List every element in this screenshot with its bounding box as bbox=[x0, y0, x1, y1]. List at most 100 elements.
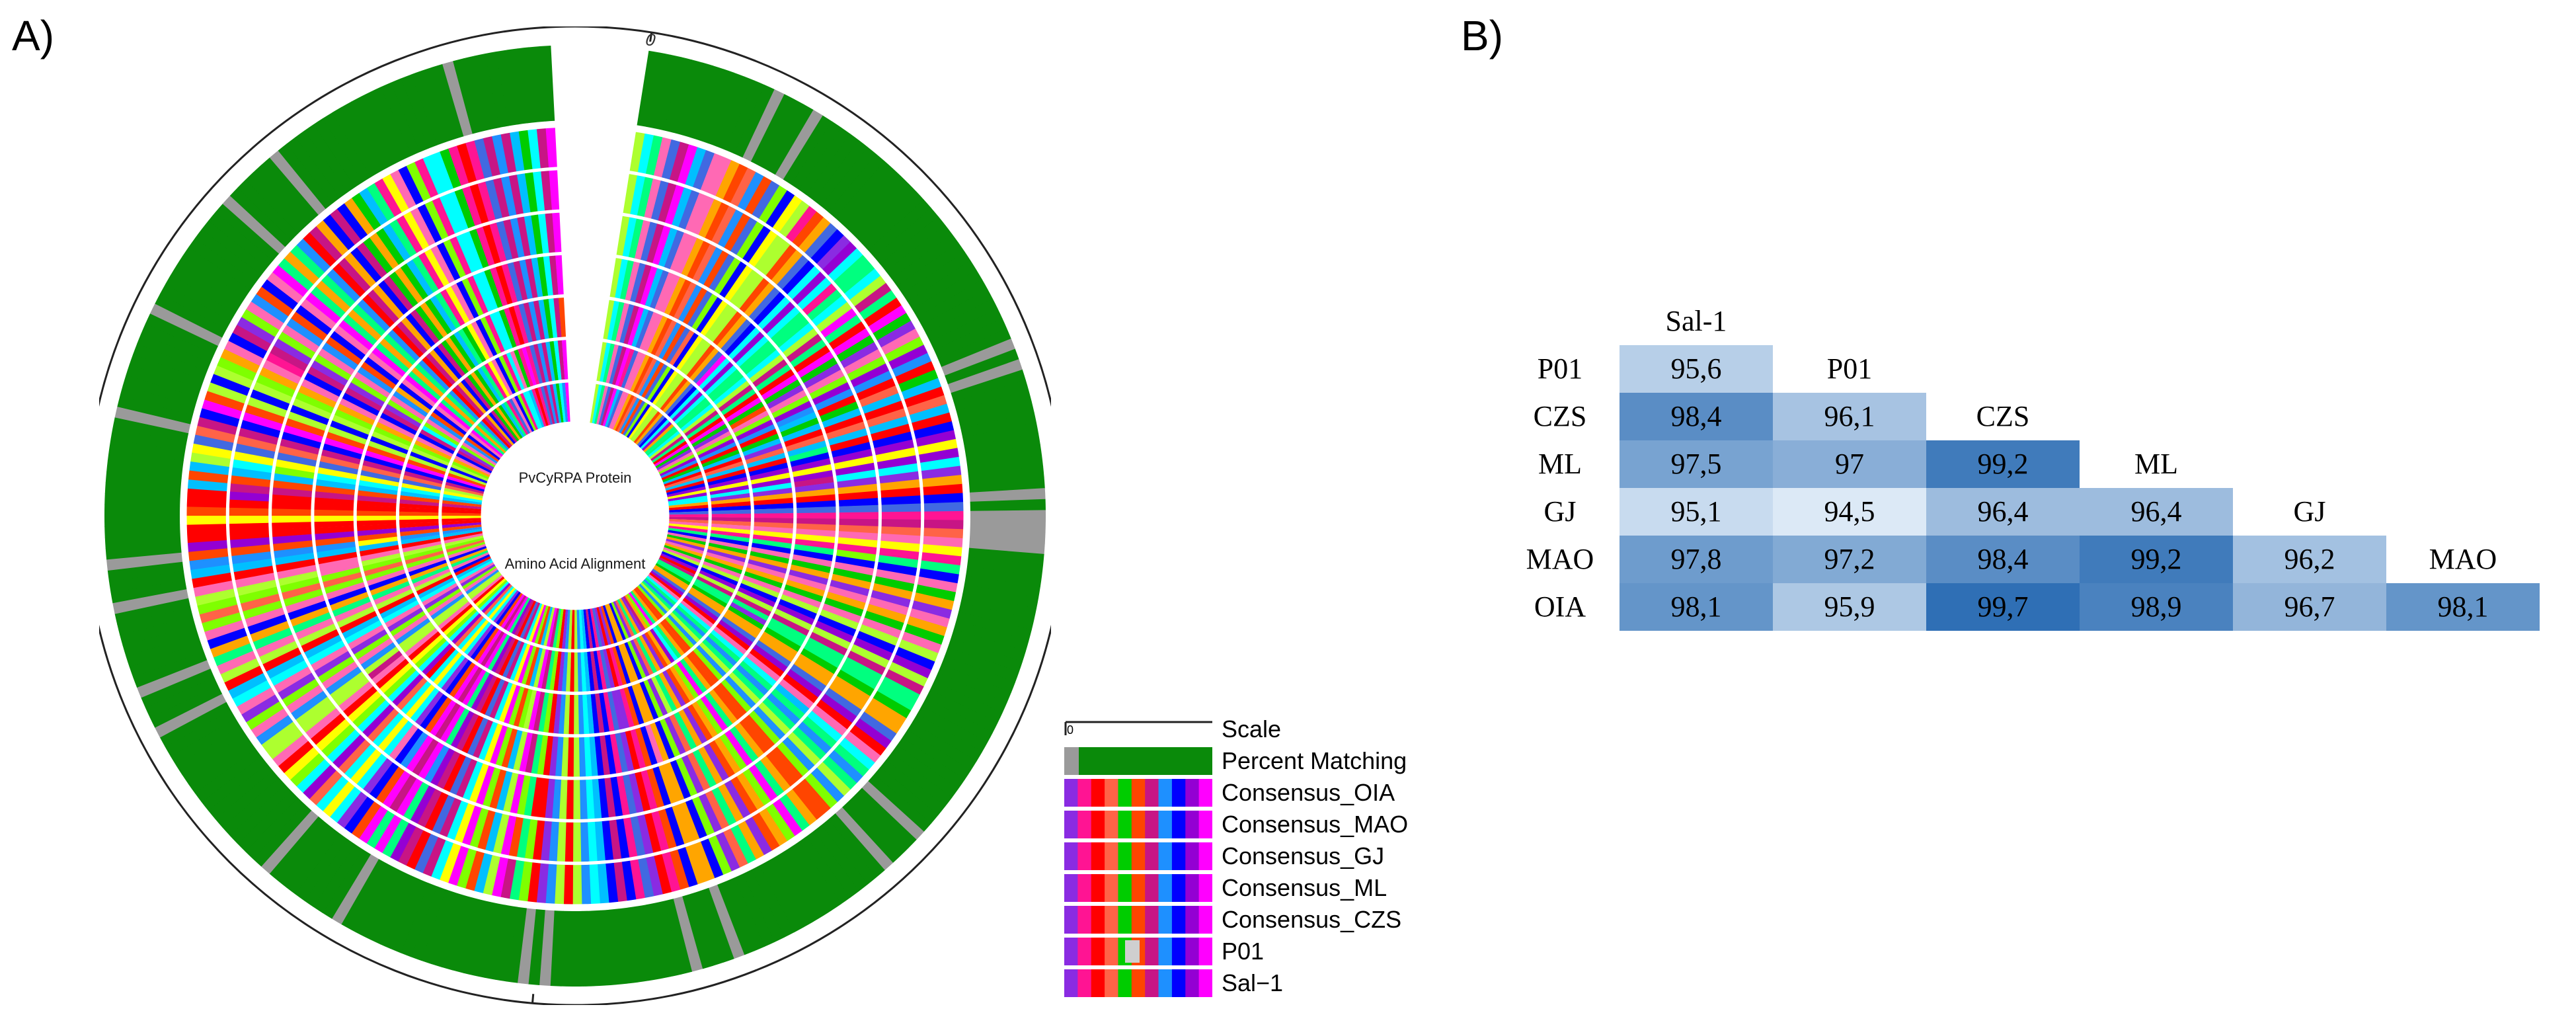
residue-segment bbox=[643, 630, 669, 669]
residue-segment bbox=[456, 141, 478, 185]
legend-label: Consensus_MAO bbox=[1222, 811, 1409, 838]
residue-segment bbox=[685, 413, 722, 440]
residue-segment bbox=[417, 358, 451, 392]
residue-segment bbox=[449, 282, 475, 323]
residue-segment bbox=[356, 241, 389, 280]
match-segment bbox=[708, 72, 745, 147]
residue-segment bbox=[578, 693, 584, 736]
residue-segment bbox=[658, 762, 678, 805]
residue-segment bbox=[466, 715, 489, 758]
residue-segment bbox=[552, 382, 562, 424]
residue-segment bbox=[198, 407, 241, 428]
residue-segment bbox=[229, 551, 274, 565]
residue-segment bbox=[418, 300, 449, 339]
residue-segment bbox=[192, 580, 235, 598]
match-segment bbox=[664, 899, 693, 975]
residue-segment bbox=[308, 769, 344, 807]
residue-segment bbox=[738, 582, 779, 604]
residue-segment bbox=[636, 414, 667, 448]
residue-segment bbox=[239, 592, 282, 612]
residue-segment bbox=[655, 448, 694, 471]
residue-segment bbox=[658, 272, 682, 315]
row-label: ML bbox=[1538, 448, 1582, 480]
match-segment bbox=[112, 417, 189, 442]
residue-segment bbox=[429, 294, 457, 333]
residue-segment bbox=[445, 541, 487, 557]
residue-segment bbox=[732, 414, 773, 438]
residue-segment bbox=[815, 760, 852, 797]
residue-segment bbox=[736, 819, 765, 862]
residue-segment bbox=[629, 261, 646, 304]
match-segment bbox=[442, 895, 473, 971]
residue-segment bbox=[397, 518, 440, 524]
residue-segment bbox=[614, 393, 635, 433]
residue-segment bbox=[524, 731, 538, 775]
residue-segment bbox=[614, 346, 631, 388]
residue-segment bbox=[652, 764, 672, 808]
legend-item: Percent Matching bbox=[1064, 746, 1474, 776]
residue-segment bbox=[902, 385, 946, 409]
residue-segment bbox=[744, 651, 782, 683]
residue-segment bbox=[593, 649, 604, 692]
residue-segment bbox=[455, 711, 480, 752]
match-segment bbox=[691, 891, 724, 966]
match-segment bbox=[380, 82, 421, 156]
residue-segment bbox=[736, 586, 777, 608]
residue-segment bbox=[337, 738, 372, 775]
residue-segment bbox=[206, 381, 249, 405]
residue-segment bbox=[880, 511, 923, 520]
residue-segment bbox=[664, 183, 685, 227]
residue-segment bbox=[773, 316, 811, 349]
residue-segment bbox=[682, 705, 709, 746]
residue-segment bbox=[459, 444, 497, 469]
residue-segment bbox=[424, 790, 449, 832]
residue-segment bbox=[646, 629, 672, 667]
residue-segment bbox=[685, 343, 717, 380]
residue-segment bbox=[605, 646, 619, 689]
residue-segment bbox=[240, 307, 282, 338]
residue-segment bbox=[505, 398, 529, 437]
match-segment bbox=[506, 907, 527, 983]
residue-segment bbox=[470, 319, 494, 360]
residue-segment bbox=[878, 479, 921, 491]
residue-segment bbox=[675, 659, 704, 698]
residue-segment bbox=[695, 575, 735, 598]
residue-segment bbox=[430, 838, 454, 881]
residue-segment bbox=[555, 735, 564, 778]
residue-segment bbox=[709, 497, 752, 505]
residue-segment bbox=[919, 551, 963, 566]
residue-segment bbox=[656, 374, 686, 411]
residue-segment bbox=[449, 235, 473, 277]
residue-segment bbox=[448, 389, 481, 422]
residue-segment bbox=[718, 732, 748, 772]
residue-segment bbox=[518, 128, 533, 172]
residue-segment bbox=[512, 729, 528, 772]
residue-segment bbox=[835, 334, 876, 363]
residue-segment bbox=[742, 571, 785, 589]
residue-segment bbox=[792, 344, 832, 374]
residue-segment bbox=[331, 414, 373, 436]
residue-segment bbox=[502, 400, 527, 438]
residue-segment bbox=[666, 384, 699, 419]
match-segment bbox=[332, 106, 379, 177]
residue-segment bbox=[442, 490, 485, 501]
residue-segment bbox=[711, 204, 738, 246]
residue-segment bbox=[338, 610, 379, 634]
residue-segment bbox=[466, 372, 495, 409]
residue-segment bbox=[360, 464, 403, 479]
residue-segment bbox=[646, 676, 669, 717]
residue-segment bbox=[809, 227, 845, 265]
residue-segment bbox=[450, 385, 483, 420]
residue-segment bbox=[533, 690, 545, 733]
residue-segment bbox=[664, 538, 707, 552]
residue-segment bbox=[212, 642, 255, 667]
residue-segment bbox=[436, 600, 472, 631]
residue-segment bbox=[873, 575, 916, 592]
residue-segment bbox=[483, 415, 514, 448]
match-segment bbox=[295, 130, 348, 198]
residue-segment bbox=[614, 598, 635, 639]
residue-segment bbox=[537, 776, 549, 820]
residue-segment bbox=[666, 613, 699, 647]
residue-segment bbox=[539, 384, 553, 426]
residue-segment bbox=[280, 582, 323, 600]
